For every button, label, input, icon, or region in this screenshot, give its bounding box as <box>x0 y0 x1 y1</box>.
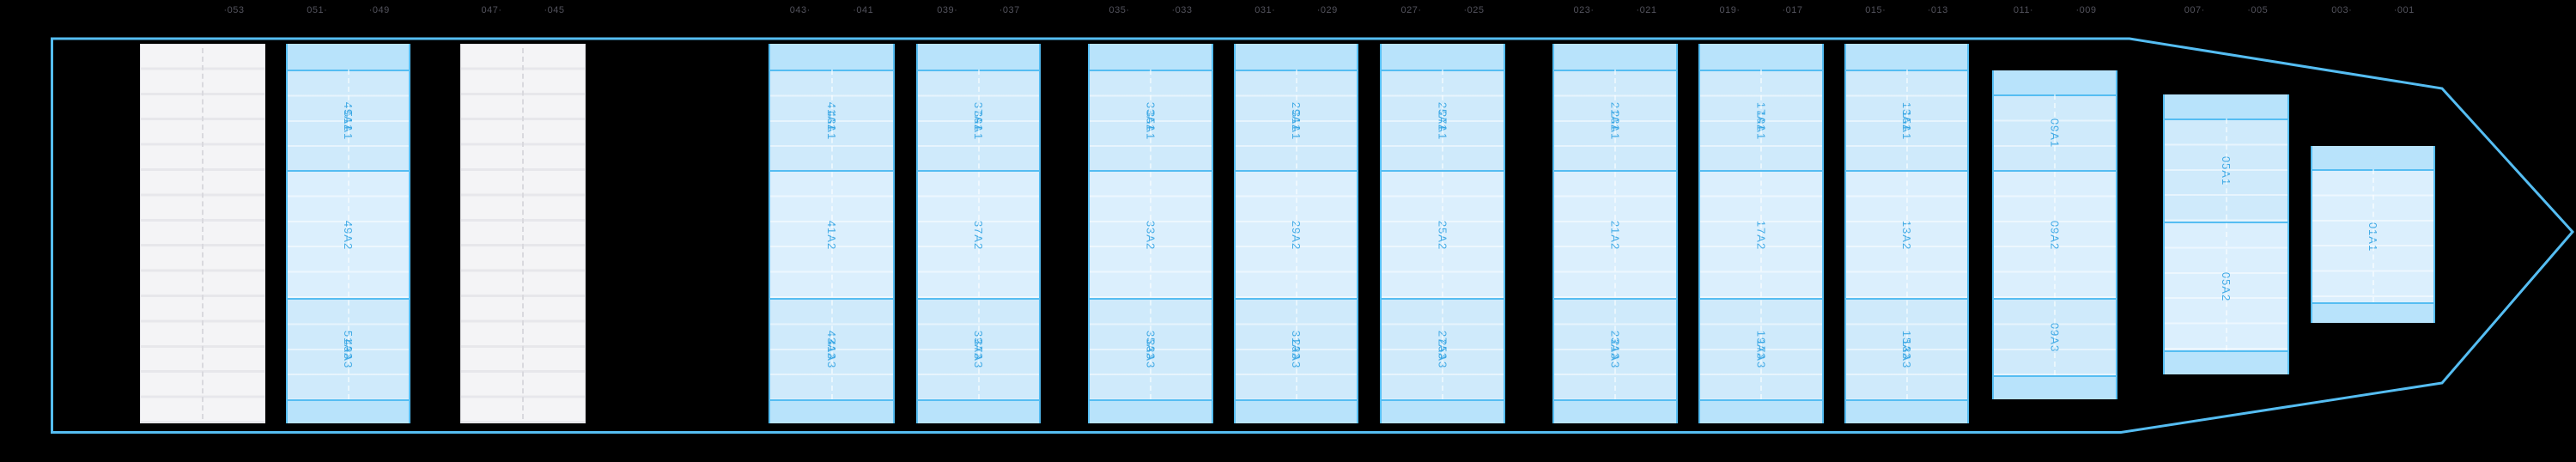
center-dashed-line <box>1442 70 1443 399</box>
zone-strip <box>1846 44 1967 70</box>
zone-strip <box>2312 302 2433 323</box>
bay-column-empty[interactable] <box>460 44 586 423</box>
bay-number-label: ·037 <box>999 5 1020 15</box>
bay-number-label: ·025 <box>1463 5 1485 15</box>
bay-number-label: ·009 <box>2075 5 2097 15</box>
zone-strip <box>918 44 1039 70</box>
center-dashed-line <box>1614 70 1616 399</box>
zone-strip <box>1700 399 1822 423</box>
bay-number-label: 003· <box>2331 5 2353 15</box>
bay-number-label: ·001 <box>2393 5 2415 15</box>
center-dashed-line <box>1760 70 1762 399</box>
bay-number-label: 011· <box>2013 5 2034 15</box>
bay-number-label: ·033 <box>1171 5 1193 15</box>
bay-number-label: 051· <box>307 5 328 15</box>
bay-number-label: 047· <box>481 5 502 15</box>
center-dashed-line <box>977 70 980 399</box>
center-dashed-line <box>202 48 204 419</box>
center-dashed-line <box>830 70 833 399</box>
zone-strip <box>2165 94 2287 119</box>
zone-strip <box>1090 44 1212 70</box>
zone-strip <box>1554 44 1676 70</box>
zone-strip <box>1382 399 1504 423</box>
bay-number-label: 031· <box>1255 5 1276 15</box>
bay-number-label: ·049 <box>368 5 390 15</box>
center-dashed-line <box>1150 70 1151 399</box>
zone-strip <box>1090 399 1212 423</box>
center-dashed-line <box>2225 119 2227 350</box>
zone-strip <box>1236 399 1357 423</box>
bay-number-label: ·005 <box>2247 5 2269 15</box>
center-dashed-line <box>2372 169 2374 302</box>
bay-number-label: 015· <box>1865 5 1886 15</box>
zone-strip <box>1382 44 1504 70</box>
zone-strip <box>2312 146 2433 169</box>
center-dashed-line <box>347 70 349 399</box>
zone-strip <box>288 44 409 70</box>
center-dashed-line <box>522 48 524 419</box>
bay-number-label: 043· <box>789 5 811 15</box>
zone-strip <box>770 44 893 70</box>
bay-number-label: ·045 <box>544 5 565 15</box>
bay-number-label: ·017 <box>1782 5 1803 15</box>
bay-number-label: ·013 <box>1927 5 1948 15</box>
zone-strip <box>918 399 1039 423</box>
bay-number-label: 035· <box>1109 5 1130 15</box>
zone-strip <box>1846 399 1967 423</box>
center-dashed-line <box>2054 94 2056 375</box>
bay-number-label: ·041 <box>853 5 874 15</box>
center-dashed-line <box>1905 70 1908 399</box>
bay-column: 01A1 <box>2311 146 2435 323</box>
bay-number-label: 027· <box>1400 5 1422 15</box>
zone-strip <box>770 399 893 423</box>
bay-number-label: 019· <box>1719 5 1741 15</box>
zone-strip <box>1994 375 2116 399</box>
zone-strip <box>1236 44 1357 70</box>
center-dashed-line <box>1295 70 1297 399</box>
bay-number-label: ·053 <box>223 5 245 15</box>
zone-strip <box>288 399 409 423</box>
zone-strip <box>1554 399 1676 423</box>
zone-strip <box>2165 350 2287 374</box>
zone-strip <box>1700 44 1822 70</box>
bay-number-label: 023· <box>1573 5 1595 15</box>
bay-number-label: ·021 <box>1636 5 1657 15</box>
bay-number-label: 039· <box>937 5 958 15</box>
bay-column-empty[interactable] <box>140 44 265 423</box>
bay-number-label: 007· <box>2184 5 2205 15</box>
bay-number-label: ·029 <box>1316 5 1338 15</box>
zone-strip <box>1994 70 2116 94</box>
